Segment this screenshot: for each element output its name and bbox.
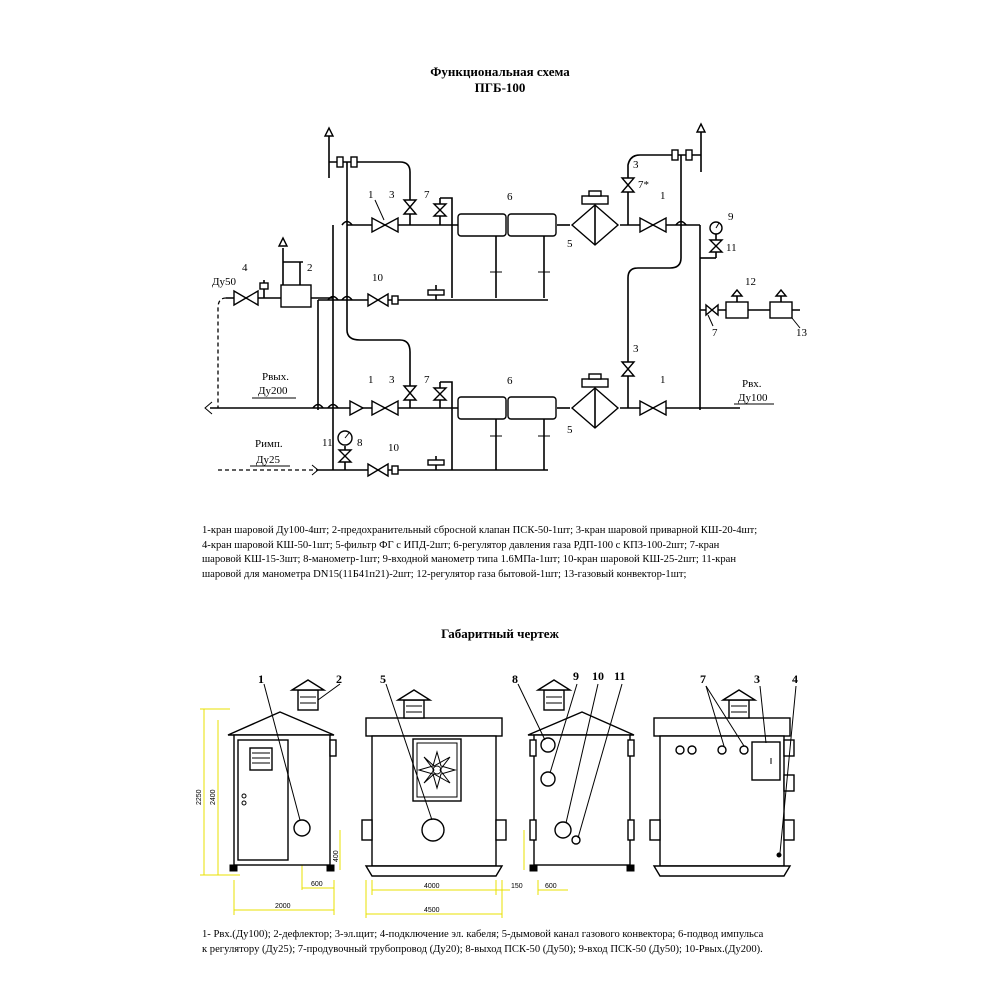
callout-6b: 6 — [507, 375, 513, 387]
callout-4: 4 — [242, 262, 248, 274]
dim-150: 150 — [511, 883, 523, 890]
lower-line — [204, 360, 740, 470]
g-callout-1: 1 — [258, 672, 264, 686]
view-back-panel — [649, 689, 795, 877]
callout-10b: 10 — [388, 442, 400, 454]
upper-line — [341, 175, 700, 298]
callout-12: 12 — [745, 276, 756, 288]
callout-1c: 1 — [368, 374, 374, 386]
gauge-9 — [700, 221, 724, 259]
drawing-title: Габаритный чертеж — [441, 626, 559, 641]
g-callout-5: 5 — [380, 672, 386, 686]
view-front-convector — [361, 689, 510, 918]
gabarit-callouts: 1 2 5 8 9 10 11 7 3 4 — [258, 669, 798, 686]
callout-7star: 7* — [638, 179, 649, 191]
g-callout-10: 10 — [592, 669, 604, 683]
callout-7: 7 — [424, 189, 430, 201]
label-du100: Ду100 — [738, 392, 768, 404]
dim-600b: 600 — [545, 883, 557, 890]
callout-7d: 7 — [424, 374, 430, 386]
drawing-legend: 1- Рвх.(Ду100); 2-дефлектор; 3-эл.щит; 4… — [202, 928, 763, 957]
label-pimp: Римп. — [255, 438, 283, 450]
callout-3d: 3 — [389, 374, 395, 386]
callout-11b: 11 — [322, 437, 333, 449]
g-callout-8: 8 — [512, 672, 518, 686]
dim-4500: 4500 — [424, 907, 440, 914]
scheme-legend-line: 4-кран шаровой КШ-50-1шт; 5-фильтр ФГ с … — [202, 539, 720, 551]
gabarit-leaders — [263, 683, 797, 854]
label-du50: Ду50 — [212, 276, 237, 288]
callout-13: 13 — [796, 327, 808, 339]
label-pvyh: Рвых. — [262, 371, 289, 383]
dim-600: 600 — [311, 881, 323, 888]
convector-branch — [700, 288, 800, 319]
g-callout-11: 11 — [614, 669, 625, 683]
callout-7c: 7 — [712, 327, 718, 339]
view-side-door — [200, 679, 341, 915]
scheme-title: Функциональная схема — [430, 64, 570, 79]
callout-3b: 3 — [633, 159, 639, 171]
callout-11: 11 — [726, 242, 737, 254]
g-callout-4: 4 — [792, 672, 798, 686]
label-du25: Ду25 — [256, 454, 281, 466]
lower-impulse — [218, 430, 548, 478]
callout-6: 6 — [507, 191, 513, 203]
scheme-callouts: 1 3 7 6 5 3 7* 1 9 11 2 4 10 12 13 7 3 1… — [212, 159, 808, 467]
label-du200: Ду200 — [258, 385, 288, 397]
scheme-subtitle: ПГБ-100 — [474, 80, 526, 95]
callout-9: 9 — [728, 211, 734, 223]
dim-2400: 2400 — [210, 789, 217, 805]
view-side-back — [523, 679, 635, 895]
callout-1: 1 — [368, 189, 374, 201]
drawing-legend-line: 1- Рвх.(Ду100); 2-дефлектор; 3-эл.щит; 4… — [202, 929, 764, 940]
callout-8: 8 — [357, 437, 363, 449]
scheme-legend-line: шаровой КШ-15-3шт; 8-манометр-1шт; 9-вхо… — [202, 554, 736, 565]
dimension-texts: 2250 2400 2000 600 400 4000 4500 150 600 — [196, 789, 557, 914]
g-callout-7: 7 — [700, 672, 706, 686]
callout-5: 5 — [567, 238, 573, 250]
g-callout-9: 9 — [573, 669, 579, 683]
callout-5b: 5 — [567, 424, 573, 436]
g-callout-2: 2 — [336, 672, 342, 686]
vent-left — [323, 126, 411, 225]
dim-4000: 4000 — [424, 883, 440, 890]
callout-3: 3 — [389, 189, 395, 201]
g-callout-3: 3 — [754, 672, 760, 686]
callout-1b: 1 — [660, 190, 666, 202]
callout-2: 2 — [307, 262, 313, 274]
scheme-legend-line: шаровой для манометра DN15(11Б41п21)-2шт… — [202, 568, 687, 580]
scheme-legend-line: 1-кран шаровой Ду100-4шт; 2-предохраните… — [202, 525, 758, 536]
callout-10: 10 — [372, 272, 384, 284]
label-pvh: Рвх. — [742, 378, 762, 390]
dim-2000: 2000 — [275, 903, 291, 910]
scheme-legend: 1-кран шаровой Ду100-4шт; 2-предохраните… — [202, 524, 757, 582]
upper-impulse — [317, 285, 548, 410]
psk-branch — [217, 236, 333, 408]
drawing-legend-line: к регулятору (Ду25); 7-продувочный трубо… — [202, 943, 763, 955]
vent-right — [627, 122, 707, 225]
callout-3c: 3 — [633, 343, 639, 355]
dim-400: 400 — [333, 850, 340, 862]
callout-1d: 1 — [660, 374, 666, 386]
dim-2250: 2250 — [196, 789, 203, 805]
